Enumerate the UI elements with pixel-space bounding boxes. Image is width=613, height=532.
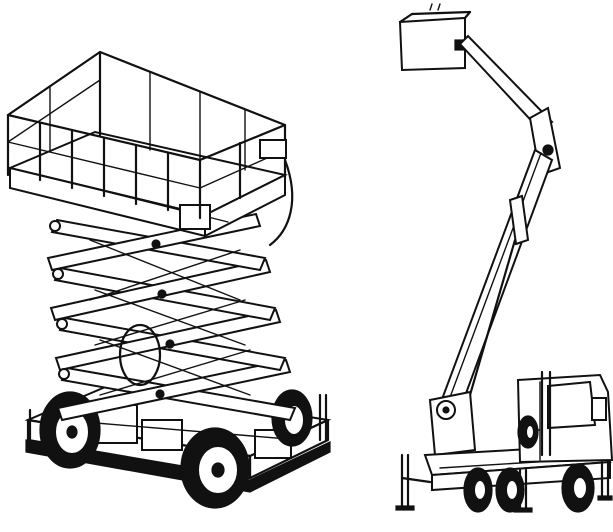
boom-truck-wheel-rear-1 xyxy=(463,467,493,513)
scissor-lift-guardrail xyxy=(6,50,294,247)
boom-truck-main-boom xyxy=(436,148,554,417)
boom-truck-illustration xyxy=(395,3,613,513)
boom-truck-outriggers xyxy=(395,453,613,513)
scissor-lift-wheel-front-right xyxy=(180,427,250,509)
scissor-lift-outriggers xyxy=(28,393,328,447)
boom-truck-wheel-rear-2 xyxy=(495,467,525,513)
boom-truck-spare-wheel xyxy=(517,415,539,449)
boom-truck-wheel-front xyxy=(561,463,595,513)
boom-truck-bucket xyxy=(398,3,472,72)
boom-truck-cab xyxy=(516,370,613,464)
boom-truck-turret xyxy=(428,390,477,457)
scissor-lift-scissor-arms xyxy=(46,212,297,422)
scissor-lift-illustration xyxy=(6,50,332,509)
boom-truck-upper-boom xyxy=(458,34,562,177)
